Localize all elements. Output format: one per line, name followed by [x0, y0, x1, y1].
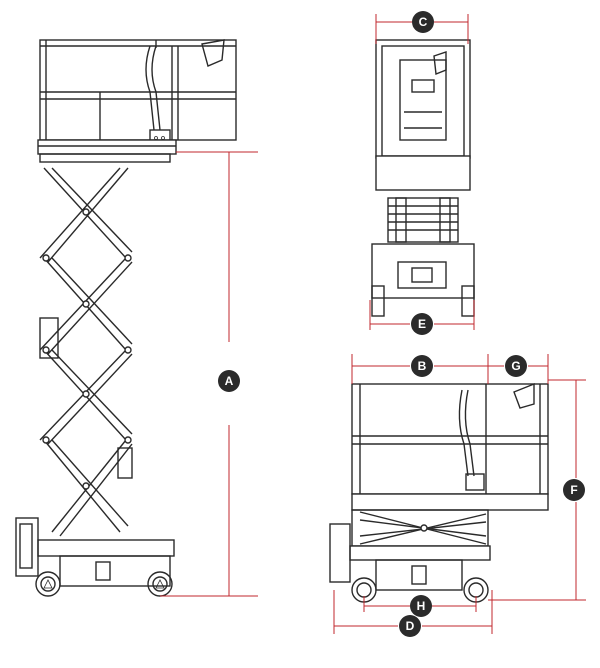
badge-a-label: A: [225, 374, 234, 388]
guardrail: [39, 39, 237, 147]
badge-f-circle: [563, 479, 585, 501]
badge-c-circle: [412, 11, 434, 33]
dimension-g: [528, 354, 549, 384]
badge-b-label: B: [418, 359, 427, 373]
badge-c-label: C: [419, 15, 428, 29]
rear-elevation-view: [369, 14, 475, 330]
scissor-stack: [39, 167, 133, 537]
badge-e-circle: [411, 313, 433, 335]
rear-guardrail: [375, 39, 471, 159]
badge-d-label: D: [406, 619, 415, 633]
dimension-e: [369, 300, 475, 330]
badge-d: D: [399, 615, 421, 637]
stowed-guardrail: [351, 382, 549, 495]
badge-e: E: [411, 313, 433, 335]
dimension-d: [333, 590, 493, 634]
dimension-b: [351, 354, 504, 384]
badge-f: F: [563, 479, 585, 501]
badge-g-label: G: [511, 359, 520, 373]
rear-platform: [375, 155, 471, 191]
rear-chassis: [371, 243, 475, 317]
badge-a-circle: [218, 370, 240, 392]
badge-h-circle: [410, 595, 432, 617]
badge-e-label: E: [418, 317, 426, 331]
badge-h-label: H: [417, 599, 426, 613]
badge-b-circle: [411, 355, 433, 377]
badge-a: A: [218, 370, 240, 392]
badge-g: G: [505, 355, 527, 377]
stowed-chassis: [329, 523, 491, 603]
chassis: [15, 517, 175, 597]
dimension-f: [488, 379, 586, 601]
badge-d-circle: [399, 615, 421, 637]
badge-g-circle: [505, 355, 527, 377]
badge-h: H: [410, 595, 432, 617]
badge-b: B: [411, 355, 433, 377]
side-elevation-raised-view: [15, 39, 258, 597]
side-elevation-stowed-view: [329, 354, 586, 634]
dimension-c: [375, 14, 469, 44]
rear-scissors: [387, 197, 459, 243]
platform-deck: [37, 139, 177, 155]
badge-f-label: F: [570, 483, 577, 497]
stowed-scissors: [351, 509, 489, 547]
dimension-h: [363, 596, 477, 612]
stowed-platform: [351, 493, 549, 511]
badge-c: C: [412, 11, 434, 33]
dimension-a: [160, 151, 258, 597]
